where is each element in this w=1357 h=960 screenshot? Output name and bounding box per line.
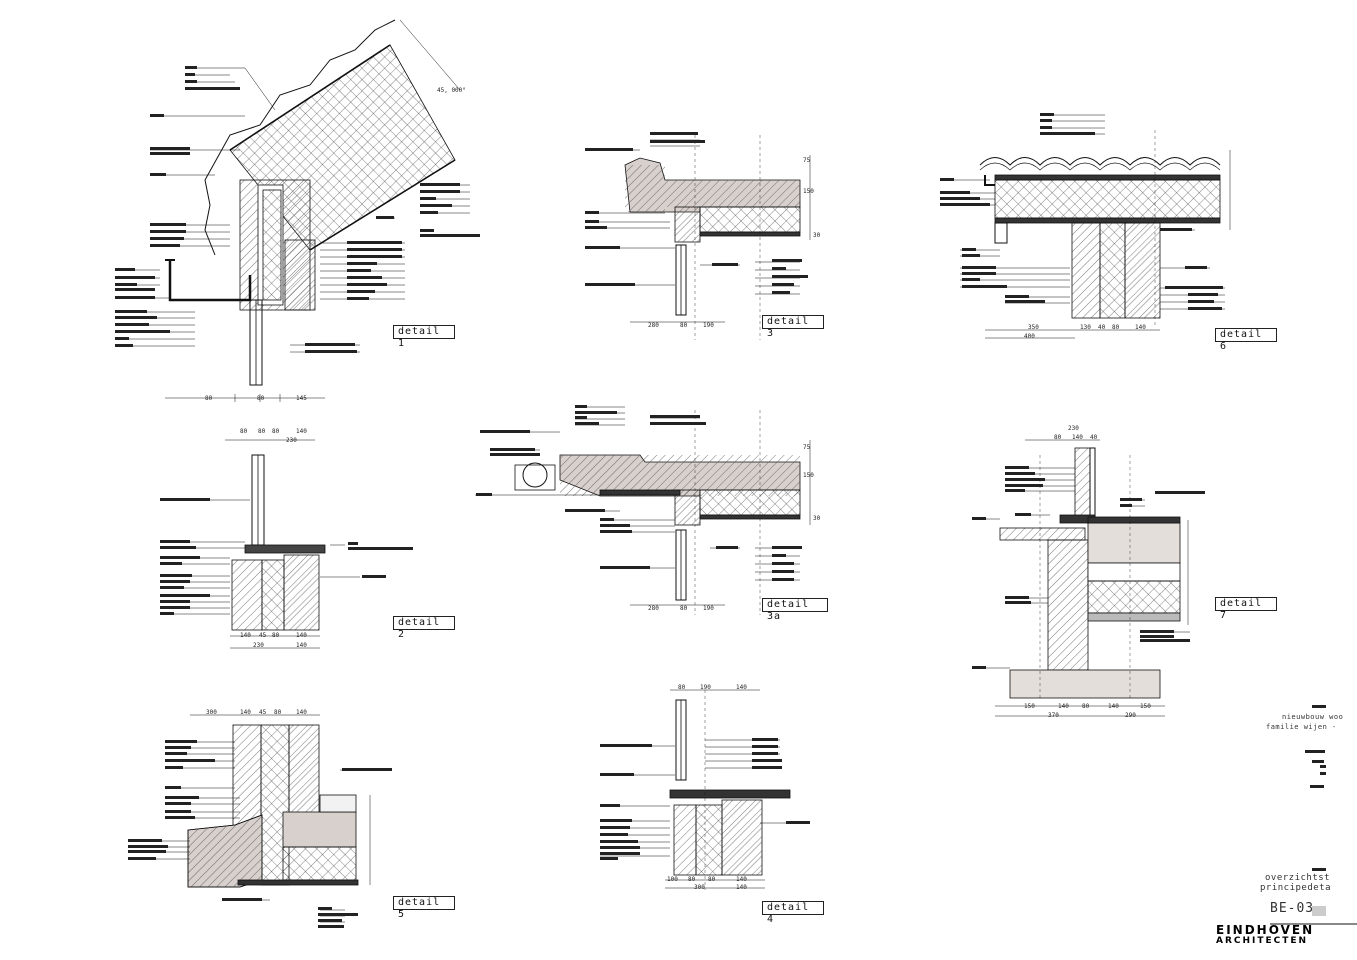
dim-d5t-4: 80 — [274, 709, 282, 716]
detail-5-drawing — [128, 714, 390, 923]
dim-d3a-4: 75 — [803, 444, 811, 451]
dim-d3-3: 190 — [703, 322, 714, 329]
drawing-number: BE-03 — [1270, 901, 1315, 916]
dim-d7b-5: 150 — [1140, 703, 1151, 710]
detail-4-label: detail 4 — [762, 901, 824, 925]
dim-d3a-3: 190 — [703, 605, 714, 612]
detail-7-drawing — [972, 439, 1205, 717]
dim-d2b-2: 45 — [259, 632, 267, 639]
dim-d4b-1: 100 — [667, 876, 678, 883]
dim-d6-2: 130 — [1080, 324, 1091, 331]
dim-d6-6: 400 — [1024, 333, 1035, 340]
dim-d2b-5: 230 — [253, 642, 264, 649]
dim-d2b-4: 140 — [296, 632, 307, 639]
dim-d3a-6: 30 — [813, 515, 821, 522]
dim-d4b-3: 80 — [708, 876, 716, 883]
dim-angle: 45, 000° — [437, 87, 466, 94]
dim-d1-2: 80 — [257, 395, 265, 402]
detail-3-drawing — [585, 135, 811, 340]
dim-d3a-2: 80 — [680, 605, 688, 612]
dim-d3a-5: 150 — [803, 472, 814, 479]
dim-d3-4: 75 — [803, 157, 811, 164]
annotation-marks — [115, 66, 1326, 928]
title-block-lines — [1270, 906, 1357, 925]
dim-d2t-3: 80 — [272, 428, 280, 435]
dim-d6-1: 350 — [1028, 324, 1039, 331]
project-name-line2: familie wijen - — [1266, 723, 1337, 731]
office-logo-line2: ARCHITECTEN — [1216, 936, 1309, 946]
dim-d3-2: 80 — [680, 322, 688, 329]
dim-d5t-3: 45 — [259, 709, 267, 716]
dim-d3-6: 30 — [813, 232, 821, 239]
dim-d5t-1: 300 — [206, 709, 217, 716]
project-name-line1: nieuwbouw woo — [1282, 713, 1344, 721]
dim-d6-3: 40 — [1098, 324, 1106, 331]
dim-d7b-6: 370 — [1048, 712, 1059, 719]
dim-d7t-3: 140 — [1072, 434, 1083, 441]
dim-d2b-6: 140 — [296, 642, 307, 649]
dim-d2t-5: 230 — [286, 437, 297, 444]
dim-d1-1: 80 — [205, 395, 213, 402]
dim-d5t-2: 140 — [240, 709, 251, 716]
dim-d6-4: 80 — [1112, 324, 1120, 331]
dim-d2t-4: 140 — [296, 428, 307, 435]
detail-3a-label: detail 3a — [762, 598, 828, 622]
dim-d4b-6: 140 — [736, 884, 747, 891]
dim-d7t-2: 80 — [1054, 434, 1062, 441]
dim-d3-1: 280 — [648, 322, 659, 329]
detail-7-label: detail 7 — [1215, 597, 1277, 621]
dim-d2b-1: 140 — [240, 632, 251, 639]
detail-5-label: detail 5 — [393, 896, 455, 920]
office-logo: EINDHOVEN — [1216, 923, 1315, 937]
dim-d4b-4: 140 — [736, 876, 747, 883]
dim-d4t-2: 190 — [700, 684, 711, 691]
dim-d2t-2: 80 — [258, 428, 266, 435]
dim-d7b-1: 150 — [1024, 703, 1035, 710]
drawing-title-line2: principedeta — [1260, 883, 1332, 893]
detail-6-label: detail 6 — [1215, 328, 1277, 352]
dim-d4t-3: 140 — [736, 684, 747, 691]
dim-d1-3: 145 — [296, 395, 307, 402]
dim-d4b-5: 300 — [694, 884, 705, 891]
dim-d4t-1: 80 — [678, 684, 686, 691]
dim-d2t-1: 80 — [240, 428, 248, 435]
drawing-title-line1: overzichtst — [1265, 873, 1331, 883]
detail-3a-drawing — [475, 406, 811, 615]
detail-1-label: detail 1 — [393, 325, 455, 349]
dim-d7t-1: 230 — [1068, 425, 1079, 432]
dim-d6-5: 140 — [1135, 324, 1146, 331]
dim-d3-5: 150 — [803, 188, 814, 195]
detail-6-drawing — [940, 114, 1231, 339]
dim-d7t-4: 40 — [1090, 434, 1098, 441]
detail-2-drawing — [160, 439, 360, 649]
dim-d7b-7: 290 — [1125, 712, 1136, 719]
detail-2-label: detail 2 — [393, 616, 455, 640]
dim-d5t-5: 140 — [296, 709, 307, 716]
dim-d4b-2: 80 — [688, 876, 696, 883]
dim-d7b-2: 140 — [1058, 703, 1069, 710]
detail-4-drawing — [600, 689, 810, 890]
dim-d3a-1: 280 — [648, 605, 659, 612]
dim-d7b-4: 140 — [1108, 703, 1119, 710]
dim-d2b-3: 80 — [272, 632, 280, 639]
dim-d7b-3: 80 — [1082, 703, 1090, 710]
detail-1-drawing — [115, 19, 470, 402]
detail-3-label: detail 3 — [762, 315, 824, 339]
